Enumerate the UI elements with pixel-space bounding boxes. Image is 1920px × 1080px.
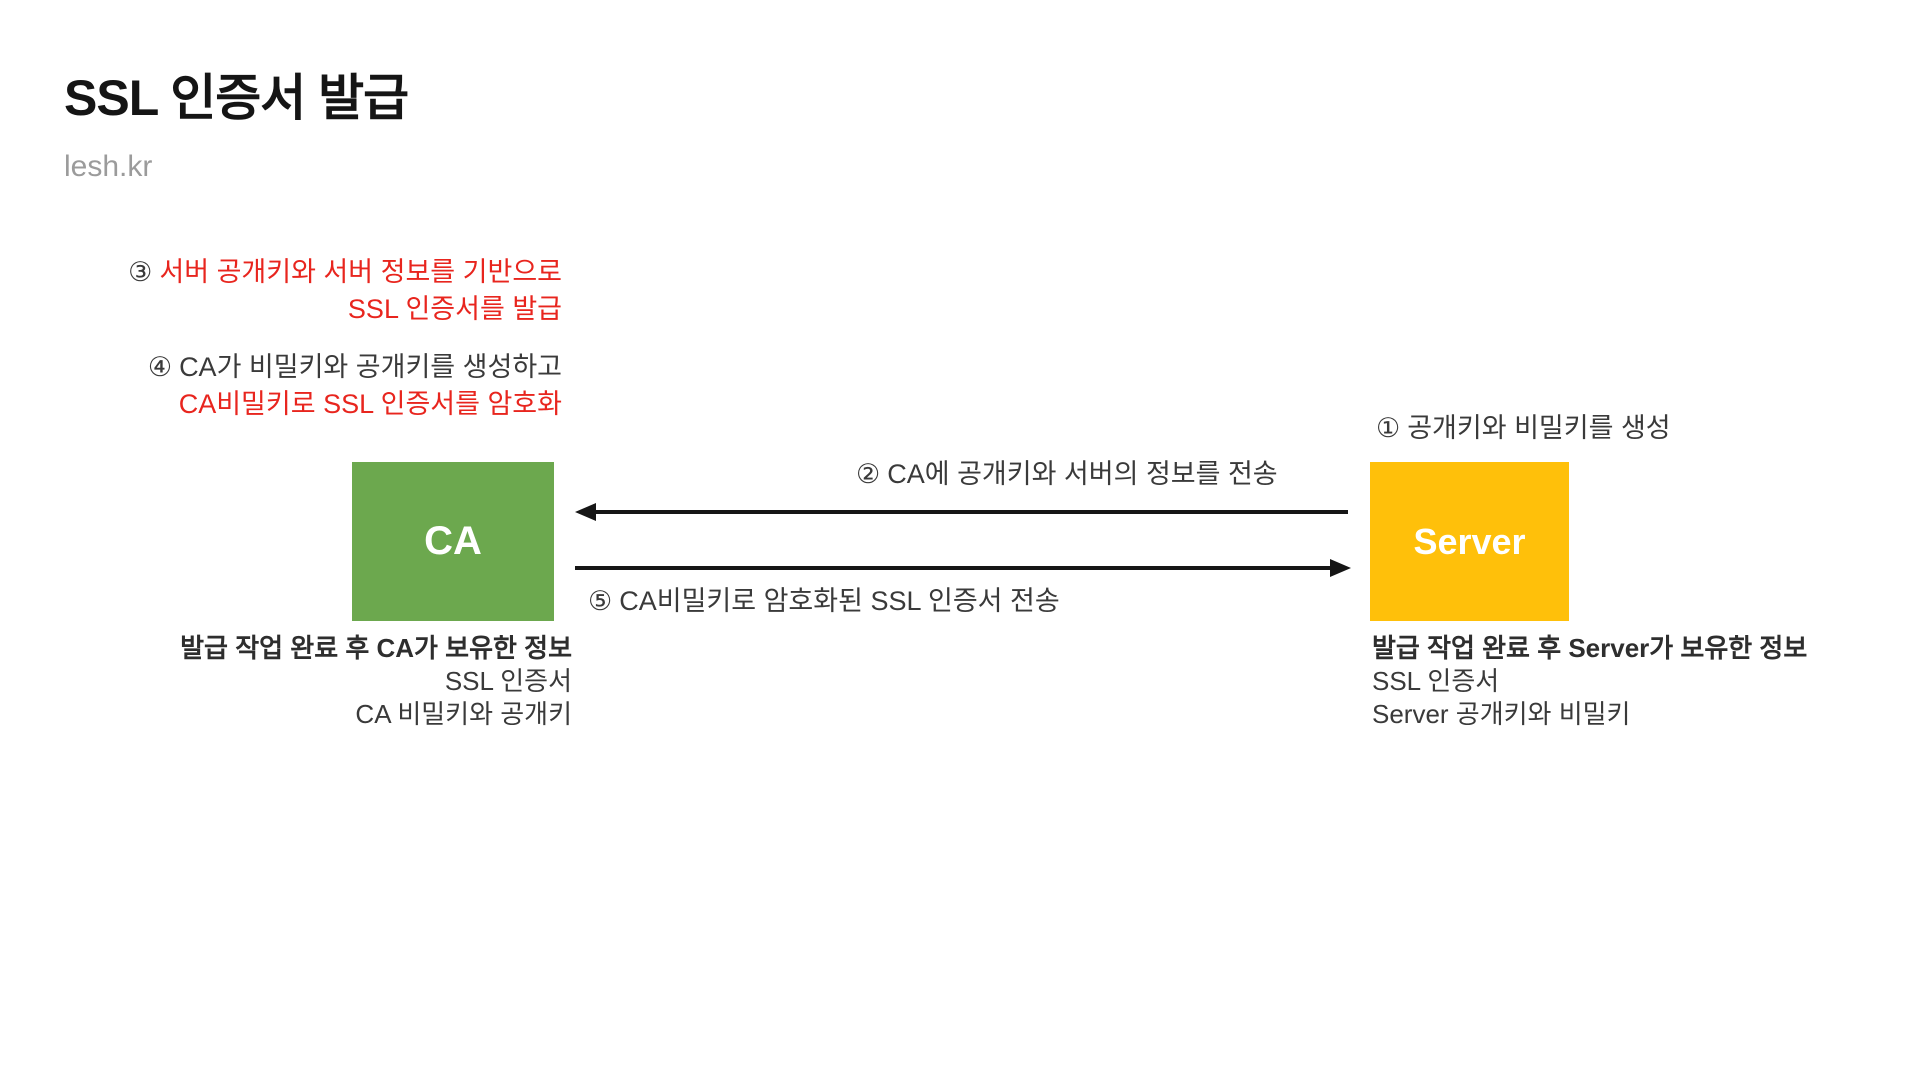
step-3-number: ③ [128, 257, 153, 287]
step-3-text-1: 서버 공개키와 서버 정보를 기반으로 [159, 257, 562, 287]
server-info-title: 발급 작업 완료 후 Server가 보유한 정보 [1372, 633, 1808, 663]
ca-info-block: 발급 작업 완료 후 CA가 보유한 정보 SSL 인증서 CA 비밀키와 공개… [180, 632, 572, 731]
server-info-block: 발급 작업 완료 후 Server가 보유한 정보 SSL 인증서 Server… [1372, 632, 1807, 731]
arrowhead-left-icon [575, 503, 596, 521]
ca-node: CA [352, 462, 554, 621]
ca-info-line-2: CA 비밀키와 공개키 [355, 699, 572, 729]
step-2-number: ② [856, 459, 881, 489]
step-5-number: ⑤ [588, 586, 613, 616]
watermark-text: lesh.kr [64, 150, 153, 183]
arrow-shaft [591, 510, 1348, 514]
arrow-server-to-ca [575, 502, 1348, 522]
arrow-shaft [575, 566, 1335, 570]
step-5-text: CA비밀키로 암호화된 SSL 인증서 전송 [619, 586, 1060, 616]
server-node-label: Server [1413, 520, 1526, 562]
server-info-line-1: SSL 인증서 [1372, 666, 1500, 696]
step-4-number: ④ [147, 352, 173, 382]
step-2-text: CA에 공개키와 서버의 정보를 전송 [887, 459, 1278, 489]
ca-info-line-1: SSL 인증서 [444, 666, 572, 696]
ca-info-title: 발급 작업 완료 후 CA가 보유한 정보 [180, 633, 572, 663]
arrowhead-right-icon [1330, 559, 1351, 577]
arrow-ca-to-server [575, 558, 1351, 578]
page-title: SSL 인증서 발급 [64, 70, 409, 126]
ca-node-label: CA [424, 519, 482, 563]
server-info-line-2: Server 공개키와 비밀키 [1372, 699, 1631, 729]
step-3-text-2: SSL 인증서를 발급 [347, 294, 562, 324]
server-node: Server [1370, 462, 1569, 621]
step-4-text-2: CA비밀키로 SSL 인증서를 암호화 [178, 389, 562, 419]
step-1-number: ① [1376, 413, 1401, 443]
step-4-text-1: CA가 비밀키와 공개키를 생성하고 [179, 352, 562, 382]
step-1-text: 공개키와 비밀키를 생성 [1407, 413, 1671, 443]
